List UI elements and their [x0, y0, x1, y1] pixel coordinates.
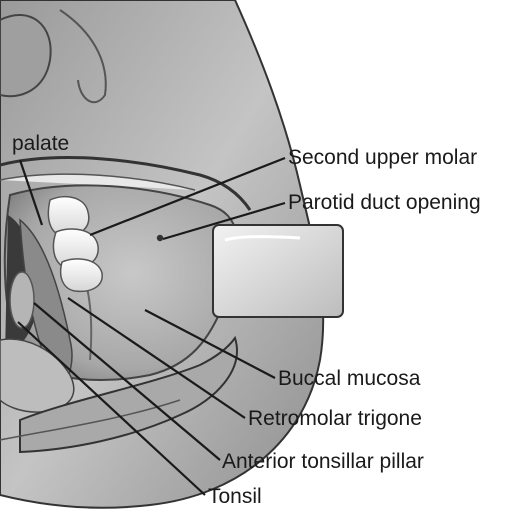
label-tonsil: Tonsil — [208, 485, 262, 508]
tonsil-shape — [9, 271, 35, 329]
leader-palate — [18, 159, 44, 226]
parotid-duct-dot — [156, 234, 164, 242]
leader-parotid-duct — [162, 201, 286, 241]
leader-buccal-mucosa — [144, 309, 276, 379]
nose-shape — [0, 14, 52, 98]
tongue — [0, 338, 75, 413]
label-palate: palate — [12, 132, 69, 155]
label-second-upper-molar: Second upper molar — [288, 146, 477, 169]
leader-retromolar-trigone — [67, 297, 246, 419]
label-retromolar-trigone: Retromolar trigone — [248, 407, 422, 430]
cheek-retractor — [212, 224, 344, 318]
label-parotid-duct-opening: Parotid duct opening — [288, 191, 481, 214]
leader-second-upper-molar — [89, 156, 286, 237]
leader-tonsil — [17, 321, 206, 496]
label-anterior-tonsillar-pillar: Anterior tonsillar pillar — [222, 450, 424, 473]
leader-anterior-tonsillar-pillar — [33, 302, 221, 461]
upper-molars — [47, 196, 103, 293]
lower-lip — [19, 335, 238, 454]
label-buccal-mucosa: Buccal mucosa — [278, 367, 421, 390]
